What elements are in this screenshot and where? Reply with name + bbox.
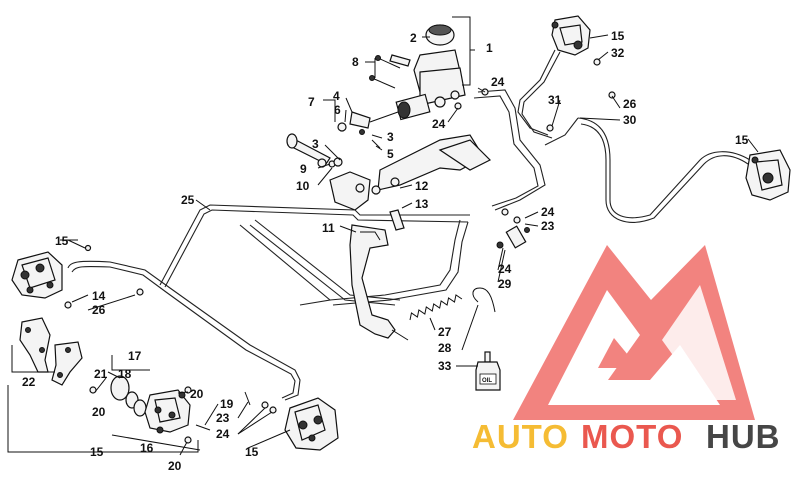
callout-16: 16 (140, 441, 154, 455)
callout-31: 31 (548, 93, 562, 107)
watermark-word-hub: HUB (706, 418, 781, 455)
caliper-16 (110, 375, 191, 434)
callout-13: 13 (415, 197, 429, 211)
caliper-bottom (284, 397, 339, 451)
callout-4: 4 (333, 89, 340, 103)
callout-26a: 26 (623, 97, 637, 111)
bracket-21 (51, 341, 83, 386)
switch-29 (496, 225, 530, 249)
callout-3b: 3 (312, 137, 319, 151)
callout-25: 25 (181, 193, 195, 207)
callout-24c: 24 (541, 205, 555, 219)
master-cylinder (369, 24, 466, 123)
watermark-word-auto: AUTO (472, 418, 569, 455)
callout-15-top: 15 (611, 29, 625, 43)
callout-20b: 20 (92, 405, 106, 419)
hardware (64, 88, 616, 444)
callout-10: 10 (296, 179, 310, 193)
callout-8: 8 (352, 55, 359, 69)
callout-28: 28 (438, 341, 452, 355)
callout-29: 29 (498, 277, 512, 291)
clevis-4 (337, 111, 381, 149)
watermark-word-moto: MOTO (581, 418, 683, 455)
callout-32: 32 (611, 46, 625, 60)
callout-2: 2 (410, 31, 417, 45)
callout-23a: 23 (541, 219, 555, 233)
callout-23b: 23 (216, 411, 230, 425)
oil-label: OIL (482, 378, 492, 384)
callout-24a: 24 (491, 75, 505, 89)
watermark-text: AUTO MOTO HUB (472, 418, 781, 455)
callout-20c: 20 (168, 459, 182, 473)
callout-17: 17 (128, 349, 142, 363)
callout-24d: 24 (498, 262, 512, 276)
callout-15-left: 15 (55, 234, 69, 248)
callout-33: 33 (438, 359, 452, 373)
caliper-left (11, 251, 63, 299)
callout-24e: 24 (216, 427, 230, 441)
callout-26b: 26 (92, 303, 106, 317)
callout-14: 14 (92, 289, 106, 303)
callout-18: 18 (118, 367, 132, 381)
callouts: 1 2 3 3 4 5 6 7 8 9 10 11 12 13 14 15 15… (22, 29, 749, 473)
callout-24b: 24 (432, 117, 446, 131)
callout-1: 1 (486, 41, 493, 55)
pedal-bracket (329, 134, 492, 341)
callout-22: 22 (22, 375, 36, 389)
oil-bottle: OIL (475, 351, 501, 391)
callout-15-group: 15 (90, 445, 104, 459)
bracket-22 (19, 317, 51, 373)
watermark-logo-icon (513, 245, 755, 420)
callout-11: 11 (322, 221, 335, 235)
callout-9: 9 (300, 162, 307, 176)
callout-19: 19 (220, 397, 234, 411)
callout-21: 21 (94, 367, 108, 381)
brake-lines (67, 49, 751, 401)
callout-3a: 3 (387, 130, 394, 144)
callout-20a: 20 (190, 387, 204, 401)
callout-12: 12 (415, 179, 429, 193)
callout-15-right: 15 (735, 133, 749, 147)
leader-lines (7, 34, 759, 456)
callout-30: 30 (623, 113, 637, 127)
callout-6: 6 (334, 103, 341, 117)
callout-27: 27 (438, 325, 452, 339)
callout-15-bottom: 15 (245, 445, 259, 459)
callout-7: 7 (308, 95, 315, 109)
callout-5: 5 (387, 147, 394, 161)
pivot-bolt-9 (286, 133, 336, 168)
clip-28 (472, 287, 496, 313)
spring-27 (409, 294, 463, 321)
caliper-right (745, 149, 791, 201)
caliper-top-right (551, 15, 601, 66)
